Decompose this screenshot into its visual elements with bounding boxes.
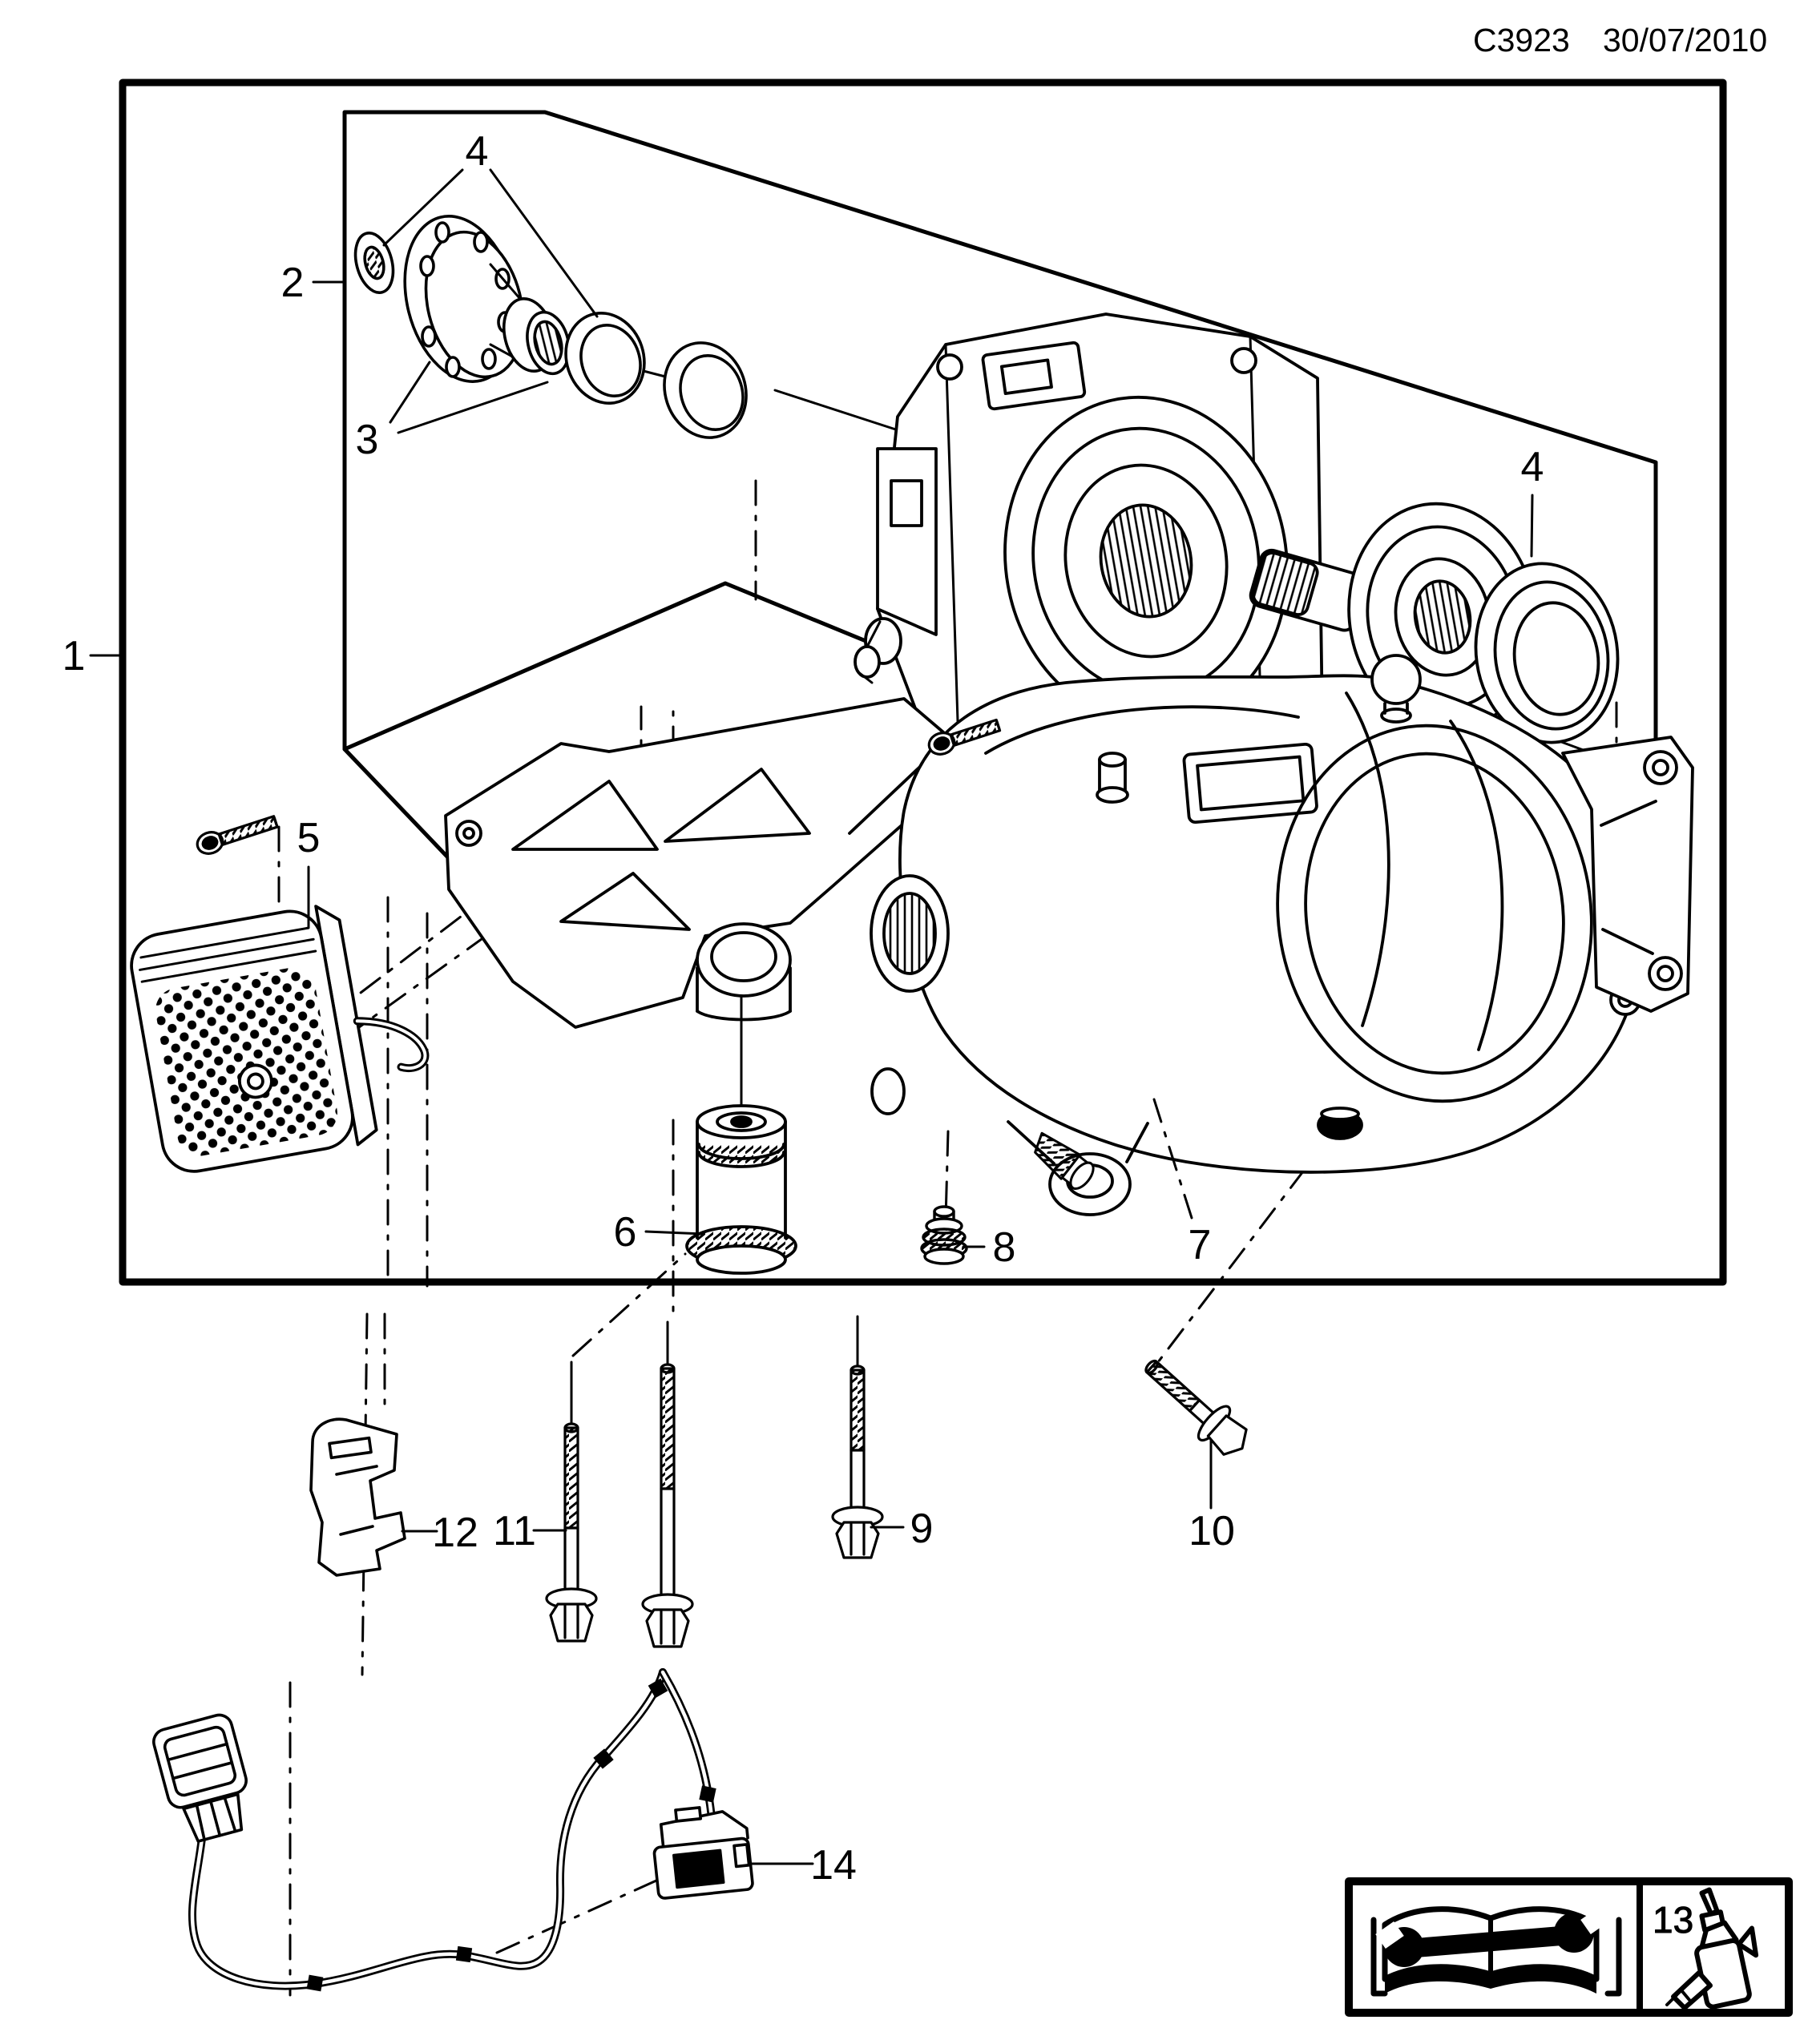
differential-housing (870, 654, 1642, 1216)
callout-label-4: 4 (466, 128, 489, 175)
seal-ring-outer (663, 341, 748, 439)
diagram-date: 30/07/2010 (1603, 22, 1767, 58)
sealant-bottle-icon (1665, 1887, 1759, 2010)
harness-connector-b (652, 1806, 754, 1900)
callout-label-2: 2 (281, 260, 305, 306)
module-screw (196, 815, 279, 855)
mount-bolt-11 (545, 1422, 598, 1643)
harness-connector-a (152, 1713, 248, 1843)
mount-bolt-9b (831, 1365, 884, 1559)
callout-leader-7 (1152, 1098, 1193, 1220)
callout-leader-4 (382, 168, 464, 247)
mount-bushing (685, 1104, 797, 1275)
legend-box: 13 (1345, 1877, 1793, 2017)
phantom-line (361, 1312, 369, 1676)
support-bracket (444, 697, 960, 1029)
fill-plug (920, 1205, 968, 1265)
mount-bolt-9a (641, 1363, 694, 1648)
legend-part-number: 13 (1653, 1899, 1693, 1941)
callout-label-4: 4 (1521, 444, 1544, 490)
callout-leader-6 (644, 1230, 705, 1236)
seal-ring-inner (564, 311, 646, 405)
control-module (130, 905, 430, 1173)
phantom-line (944, 1130, 950, 1221)
drive-pinion-coupling (1249, 502, 1620, 744)
diagram-code: C3923 (1473, 22, 1570, 58)
callout-leader-4 (489, 168, 599, 318)
callout-leader-3 (397, 381, 549, 434)
callout-label-8: 8 (993, 1224, 1016, 1271)
wiring-harness (152, 1668, 754, 1992)
differential-carrier (444, 654, 1694, 1216)
housing-screw (927, 718, 1002, 756)
callout-label-3: 3 (356, 417, 379, 463)
callout-label-5: 5 (297, 815, 321, 861)
washer-seal (353, 232, 395, 294)
pinion-flange (353, 215, 748, 439)
callout-label-10: 10 (1189, 1508, 1235, 1554)
cable-clips (306, 1678, 716, 1992)
harness-bracket (309, 1417, 406, 1577)
callout-label-11: 11 (493, 1508, 536, 1554)
callout-label-9: 9 (910, 1506, 934, 1552)
open-book-wrench-icon (1370, 1906, 1622, 1997)
callout-leader-3 (389, 361, 431, 424)
axis-line (773, 389, 907, 434)
right-bracket-arm (1561, 736, 1694, 1013)
drive-flange (403, 215, 571, 383)
outer-border (119, 79, 1727, 1286)
drain-plug (1034, 1131, 1095, 1190)
mount-bolt-10 (1144, 1359, 1248, 1456)
callout-label-12: 12 (432, 1510, 478, 1556)
pinion-seal (1474, 562, 1620, 744)
callout-label-6: 6 (614, 1209, 637, 1256)
callout-label-14: 14 (810, 1842, 857, 1889)
callout-label-1: 1 (63, 633, 86, 679)
callout-label-7: 7 (1189, 1222, 1212, 1268)
phantom-line (495, 1868, 683, 1954)
sub-assembly-box (342, 110, 1658, 968)
